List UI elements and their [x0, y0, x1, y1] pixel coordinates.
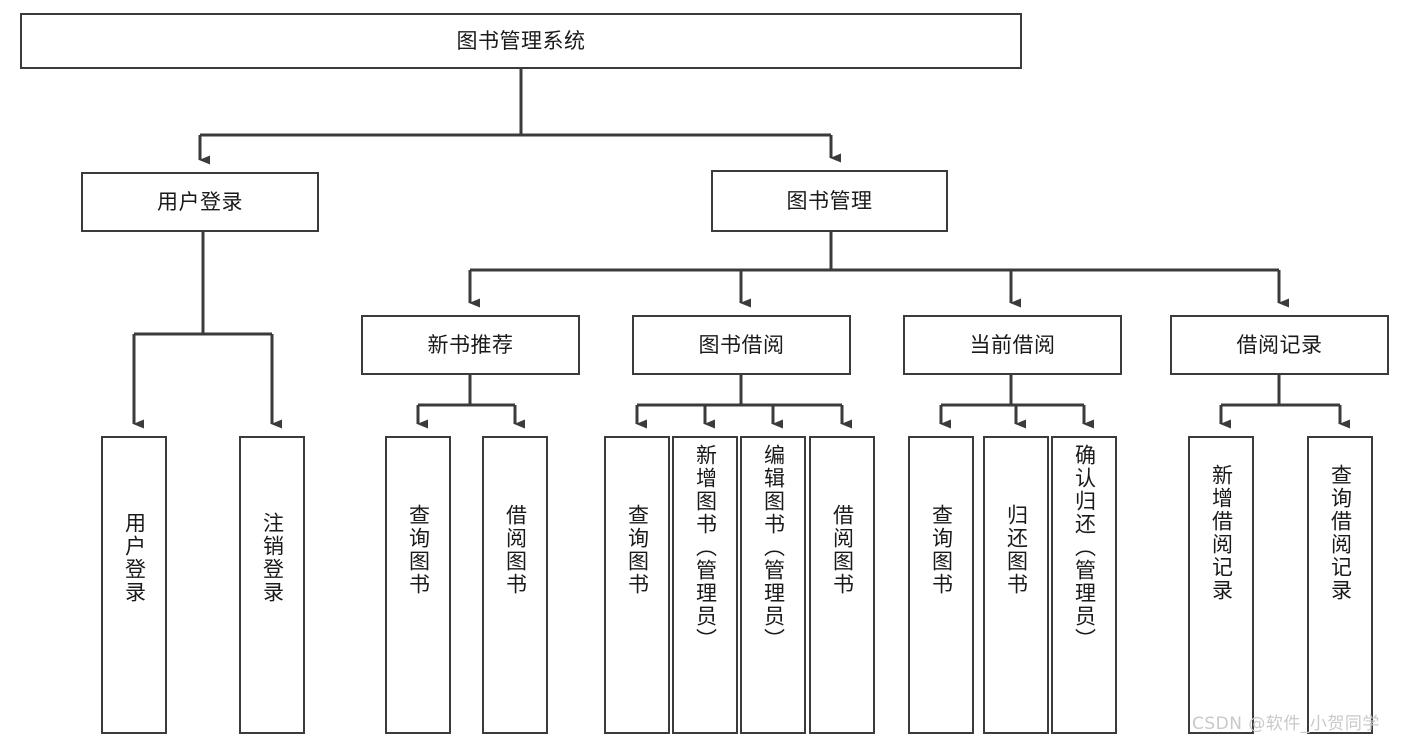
node-leaf-query-book-2[interactable]: 查询图书: [604, 436, 670, 734]
node-new-book-recommend[interactable]: 新书推荐: [361, 315, 580, 375]
node-label-leaf-borrow-book-2: 借阅图书: [830, 504, 855, 596]
node-label-leaf-query-record: 查询借阅记录: [1328, 464, 1353, 602]
node-borrow-records[interactable]: 借阅记录: [1170, 315, 1389, 375]
node-book-borrow[interactable]: 图书借阅: [632, 315, 851, 375]
node-label-leaf-user-login: 用户登录: [122, 512, 147, 604]
node-leaf-return-book[interactable]: 归还图书: [983, 436, 1049, 734]
node-label-leaf-confirm-return: 确认归还（管理员）: [1072, 444, 1097, 651]
node-label-book-management: 图书管理: [786, 188, 873, 213]
node-label-current-borrow: 当前借阅: [969, 332, 1056, 357]
node-leaf-add-record[interactable]: 新增借阅记录: [1188, 436, 1254, 734]
node-label-book-borrow: 图书借阅: [698, 332, 785, 357]
node-label-leaf-query-book-1: 查询图书: [406, 504, 431, 596]
node-label-user-login: 用户登录: [157, 189, 243, 214]
node-label-leaf-add-book: 新增图书（管理员）: [693, 444, 718, 651]
node-label-new-book-recommend: 新书推荐: [427, 332, 514, 357]
node-book-management[interactable]: 图书管理: [711, 170, 948, 232]
node-leaf-query-book-1[interactable]: 查询图书: [385, 436, 451, 734]
csdn-watermark: CSDN @软件_小贺同学: [1192, 714, 1380, 734]
node-leaf-borrow-book-2[interactable]: 借阅图书: [809, 436, 875, 734]
node-label-leaf-query-book-2: 查询图书: [625, 504, 650, 596]
node-label-leaf-edit-book: 编辑图书（管理员）: [761, 444, 786, 651]
node-label-leaf-logout: 注销登录: [260, 512, 285, 604]
node-leaf-user-login[interactable]: 用户登录: [101, 436, 167, 734]
node-leaf-query-record[interactable]: 查询借阅记录: [1307, 436, 1373, 734]
node-leaf-query-book-3[interactable]: 查询图书: [908, 436, 974, 734]
node-leaf-confirm-return[interactable]: 确认归还（管理员）: [1051, 436, 1117, 734]
node-leaf-edit-book[interactable]: 编辑图书（管理员）: [740, 436, 806, 734]
node-label-root: 图书管理系统: [456, 28, 586, 53]
node-label-leaf-return-book: 归还图书: [1004, 504, 1029, 596]
node-leaf-add-book[interactable]: 新增图书（管理员）: [672, 436, 738, 734]
node-user-login[interactable]: 用户登录: [81, 172, 319, 232]
node-label-borrow-records: 借阅记录: [1236, 332, 1323, 357]
node-root-book-management-system[interactable]: 图书管理系统: [20, 13, 1022, 69]
node-leaf-borrow-book-1[interactable]: 借阅图书: [482, 436, 548, 734]
node-current-borrow[interactable]: 当前借阅: [903, 315, 1122, 375]
node-label-leaf-borrow-book-1: 借阅图书: [503, 504, 528, 596]
node-leaf-logout[interactable]: 注销登录: [239, 436, 305, 734]
node-label-leaf-add-record: 新增借阅记录: [1209, 464, 1234, 602]
node-label-leaf-query-book-3: 查询图书: [929, 504, 954, 596]
